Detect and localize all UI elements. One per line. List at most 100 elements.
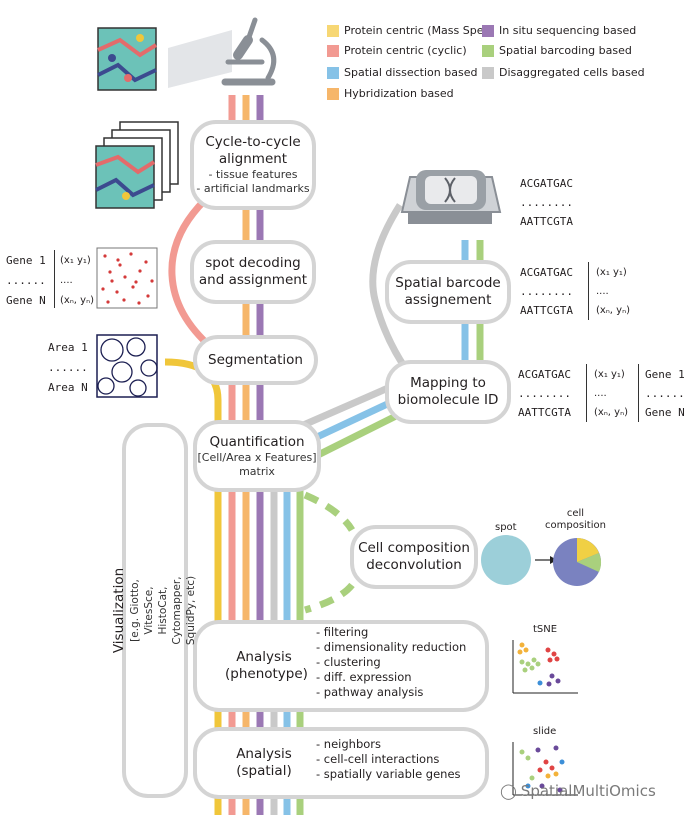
- legend-item: Protein centric (Mass Spec): [327, 24, 494, 37]
- gene-row: Gene 1: [6, 254, 46, 267]
- mapping-seqs: ACGATGAC ........ AATTCGTA: [518, 365, 571, 422]
- box-subtitle: [Cell/Area x Features] matrix: [197, 450, 317, 478]
- list-item: - pathway analysis: [316, 685, 424, 699]
- legend-label: Spatial dissection based: [344, 66, 478, 79]
- gene-row: ......: [6, 274, 46, 287]
- gene-coords: (x₁ y₁) .... (xₙ, yₙ): [60, 251, 94, 311]
- gene-row: Gene 1: [645, 368, 685, 381]
- gene-names: Gene 1 ...... Gene N: [6, 251, 46, 311]
- composition-pie: [553, 538, 601, 586]
- visualization-subtitle: [e.g. Giotto, VitesSce, HistoCat, Cytoma…: [129, 575, 198, 646]
- sequence-row: ........: [518, 387, 571, 400]
- tsne-plot: [512, 640, 578, 694]
- coord-row: (x₁ y₁): [596, 267, 627, 278]
- sequencer-icon: [400, 170, 502, 224]
- sequence-row: ACGATGAC: [520, 177, 573, 190]
- box-title: Spatial barcode assignement: [395, 275, 501, 308]
- box-title: Segmentation: [208, 351, 303, 368]
- mapping-genes: Gene 1 ...... Gene N: [645, 365, 685, 422]
- spot-decoding-box: spot decoding and assignment: [190, 240, 316, 304]
- list-item: - diff. expression: [316, 670, 412, 684]
- box-title: Mapping to biomolecule ID: [397, 375, 499, 408]
- legend-swatch: [327, 87, 339, 100]
- tissue-stack-image: [95, 121, 179, 209]
- coord-row: (xₙ, yₙ): [60, 295, 94, 306]
- spot-label: spot: [495, 522, 517, 533]
- box-title: Cycle-to-cycle alignment: [205, 134, 301, 167]
- coord-row: (xₙ, yₙ): [596, 305, 630, 316]
- visualization-box: Visualization [e.g. Giotto, VitesSce, Hi…: [112, 423, 198, 798]
- coord-row: (xₙ, yₙ): [594, 407, 628, 418]
- spot-image: [96, 247, 158, 309]
- box-title: Analysis (phenotype): [225, 649, 308, 682]
- visualization-text: Visualization [e.g. Giotto, VitesSce, Hi…: [112, 568, 199, 653]
- legend-swatch: [482, 66, 494, 79]
- list-item: - clustering: [316, 655, 381, 669]
- microscope-icon: [168, 17, 277, 88]
- line-disagg-right: [369, 203, 413, 378]
- line-cyclic-curve: [168, 197, 215, 351]
- legend-item: Protein centric (cyclic): [327, 44, 467, 57]
- mapping-coords: (x₁ y₁) .... (xₙ, yₙ): [594, 365, 628, 422]
- line-disagg-diag: [290, 381, 397, 434]
- spot-circle: [481, 535, 531, 585]
- watermark: ◯SpatialMultiOmics: [500, 782, 656, 800]
- legend-label: Disaggregated cells based: [499, 66, 645, 79]
- list-item: - neighbors: [316, 737, 382, 751]
- coord-row: ....: [594, 388, 607, 399]
- divider: [54, 250, 55, 308]
- sequence-row: AATTCGTA: [520, 215, 573, 228]
- phenotype-list: - filtering - dimensionality reduction -…: [316, 625, 466, 700]
- deconvolution-box: Cell composition deconvolution: [350, 525, 478, 589]
- legend-swatch: [482, 24, 494, 37]
- coord-row: ....: [596, 286, 609, 297]
- divider: [588, 262, 589, 320]
- legend-label: Spatial barcoding based: [499, 44, 632, 57]
- divider: [638, 364, 639, 422]
- segmentation-box: Segmentation: [193, 335, 318, 385]
- legend-label: In situ sequencing based: [499, 24, 637, 37]
- legend-swatch: [327, 44, 339, 57]
- legend-label: Hybridization based: [344, 87, 454, 100]
- area-row: Area 1: [48, 341, 88, 354]
- legend-swatch: [327, 66, 339, 79]
- area-row: Area N: [48, 381, 88, 394]
- coord-row: ....: [60, 275, 73, 286]
- gene-row: Gene N: [6, 294, 46, 307]
- sequence-row: AATTCGTA: [520, 304, 573, 317]
- sequence-block: ACGATGAC ........ AATTCGTA: [520, 174, 573, 231]
- tsne-label: tSNE: [533, 624, 558, 635]
- quantification-box: Quantification [Cell/Area x Features] ma…: [193, 420, 321, 492]
- cycle-alignment-box: Cycle-to-cycle alignment - tissue featur…: [190, 120, 316, 210]
- sequence-row: AATTCGTA: [518, 406, 571, 419]
- sequence-row: ACGATGAC: [520, 266, 573, 279]
- segmentation-image: [96, 334, 158, 398]
- box-title: Quantification: [209, 433, 305, 450]
- sequence-row: ........: [520, 285, 573, 298]
- legend-item: Spatial dissection based: [327, 66, 477, 79]
- wechat-icon: ◯: [500, 782, 517, 800]
- legend-item: Disaggregated cells based: [482, 66, 645, 79]
- legend-item: In situ sequencing based: [482, 24, 636, 37]
- coord-row: (x₁ y₁): [594, 369, 625, 380]
- dash-from-deconv: [304, 582, 355, 614]
- watermark-text: SpatialMultiOmics: [520, 782, 656, 800]
- list-item: - filtering: [316, 625, 369, 639]
- barcode-coords: (x₁ y₁) .... (xₙ, yₙ): [596, 263, 630, 320]
- gene-row: ......: [645, 387, 685, 400]
- legend-item: Hybridization based: [327, 87, 454, 100]
- divider: [586, 364, 587, 422]
- box-title: Analysis (spatial): [236, 746, 292, 779]
- mapping-box: Mapping to biomolecule ID: [385, 360, 511, 424]
- gene-row: Gene N: [645, 406, 685, 419]
- dash-to-deconv: [303, 491, 356, 532]
- barcode-seqs: ACGATGAC ........ AATTCGTA: [520, 263, 573, 320]
- list-item: - cell-cell interactions: [316, 752, 440, 766]
- box-subtitle: - tissue features - artificial landmarks: [196, 168, 310, 195]
- legend-item: Spatial barcoding based: [482, 44, 632, 57]
- legend-swatch: [482, 44, 494, 57]
- line-barcoding-diag: [306, 409, 404, 464]
- legend-label: Protein centric (cyclic): [344, 44, 467, 57]
- box-title: Cell composition deconvolution: [358, 540, 470, 573]
